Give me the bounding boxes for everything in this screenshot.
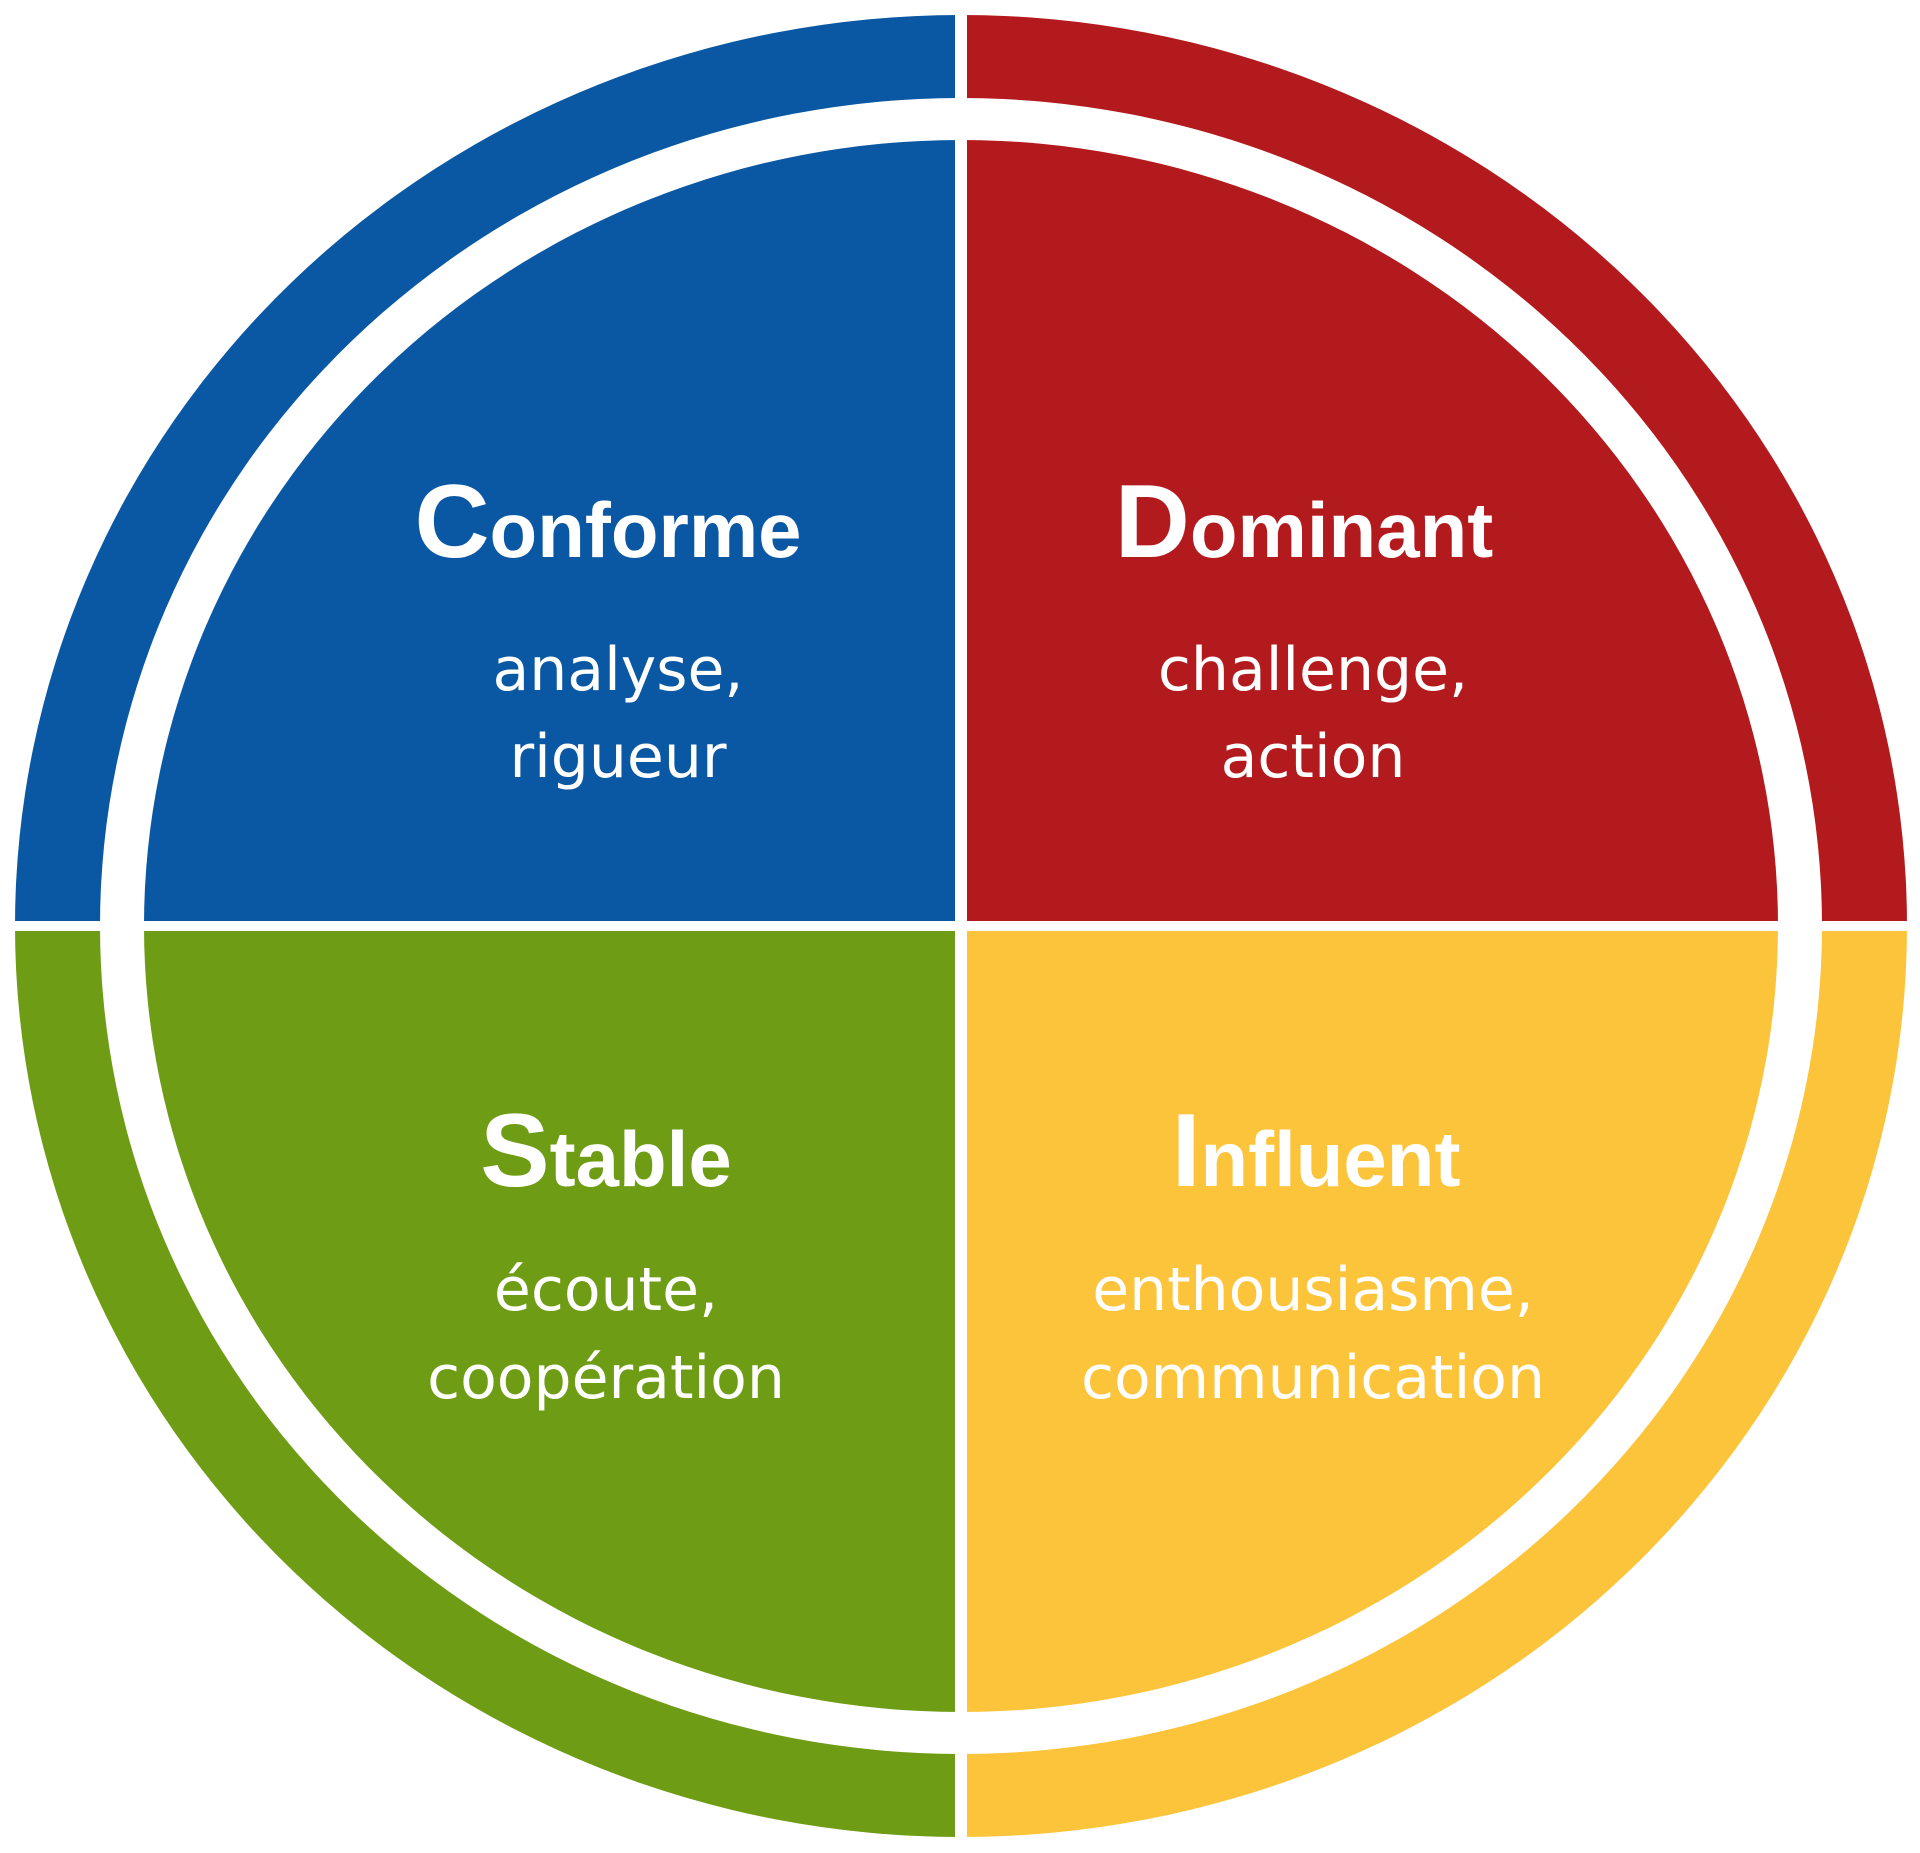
label-dominant: Dominant challenge, action: [1115, 464, 1493, 792]
svg-text:Conforme: Conforme: [414, 464, 801, 580]
label-conforme: Conforme analyse, rigueur: [414, 464, 801, 792]
quadrant-influent: [961, 926, 1778, 1712]
label-stable: Stable écoute, coopération: [427, 1093, 785, 1413]
svg-text:Stable: Stable: [480, 1093, 731, 1209]
title-rest: table: [550, 1115, 732, 1203]
quadrant-stable: [144, 926, 961, 1712]
trait-line-1: écoute,: [494, 1255, 718, 1325]
quadrant-dominant: [961, 140, 1778, 926]
quadrant-conforme: [144, 140, 961, 926]
horizontal-divider: [0, 921, 1920, 931]
trait-line-1: enthousiasme,: [1092, 1255, 1534, 1325]
trait-line-2: action: [1221, 722, 1406, 792]
title-rest: onforme: [490, 486, 802, 574]
trait-line-2: coopération: [427, 1343, 785, 1413]
trait-line-2: communication: [1081, 1343, 1545, 1413]
title-initial: I: [1172, 1093, 1201, 1209]
trait-line-1: analyse,: [493, 635, 744, 705]
title-rest: nfluent: [1200, 1115, 1460, 1203]
label-influent: Influent enthousiasme, communication: [1081, 1093, 1545, 1413]
title-initial: D: [1115, 464, 1190, 580]
trait-line-1: challenge,: [1158, 635, 1468, 705]
svg-text:Dominant: Dominant: [1115, 464, 1493, 580]
trait-line-2: rigueur: [509, 722, 726, 792]
title-initial: C: [414, 464, 489, 580]
title-rest: ominant: [1190, 486, 1493, 574]
inner-disc: [144, 140, 1778, 1712]
svg-text:Influent: Influent: [1172, 1093, 1461, 1209]
title-initial: S: [480, 1093, 549, 1209]
